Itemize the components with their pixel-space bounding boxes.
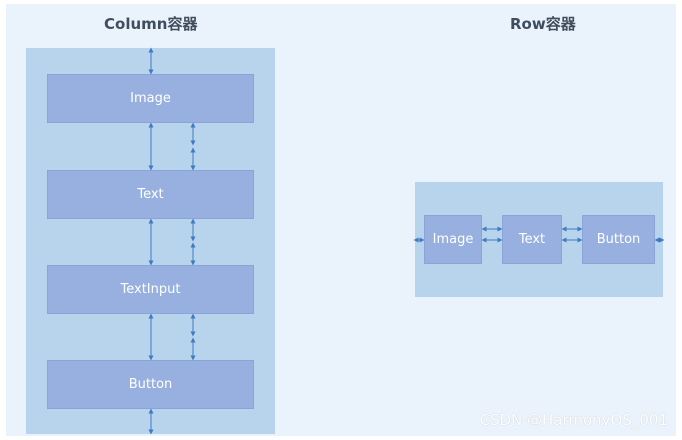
row-item-image: Image	[424, 215, 482, 264]
column-item-textinput: TextInput	[47, 265, 254, 314]
watermark: CSDN @HarmonyOS_001	[479, 411, 668, 429]
row-item-text: Text	[502, 215, 562, 264]
column-item-text: Text	[47, 170, 254, 219]
row-title: Row容器	[510, 15, 576, 33]
row-item-button: Button	[582, 215, 655, 264]
column-item-image: Image	[47, 74, 254, 123]
column-title: Column容器	[104, 15, 198, 33]
column-item-button: Button	[47, 360, 254, 409]
